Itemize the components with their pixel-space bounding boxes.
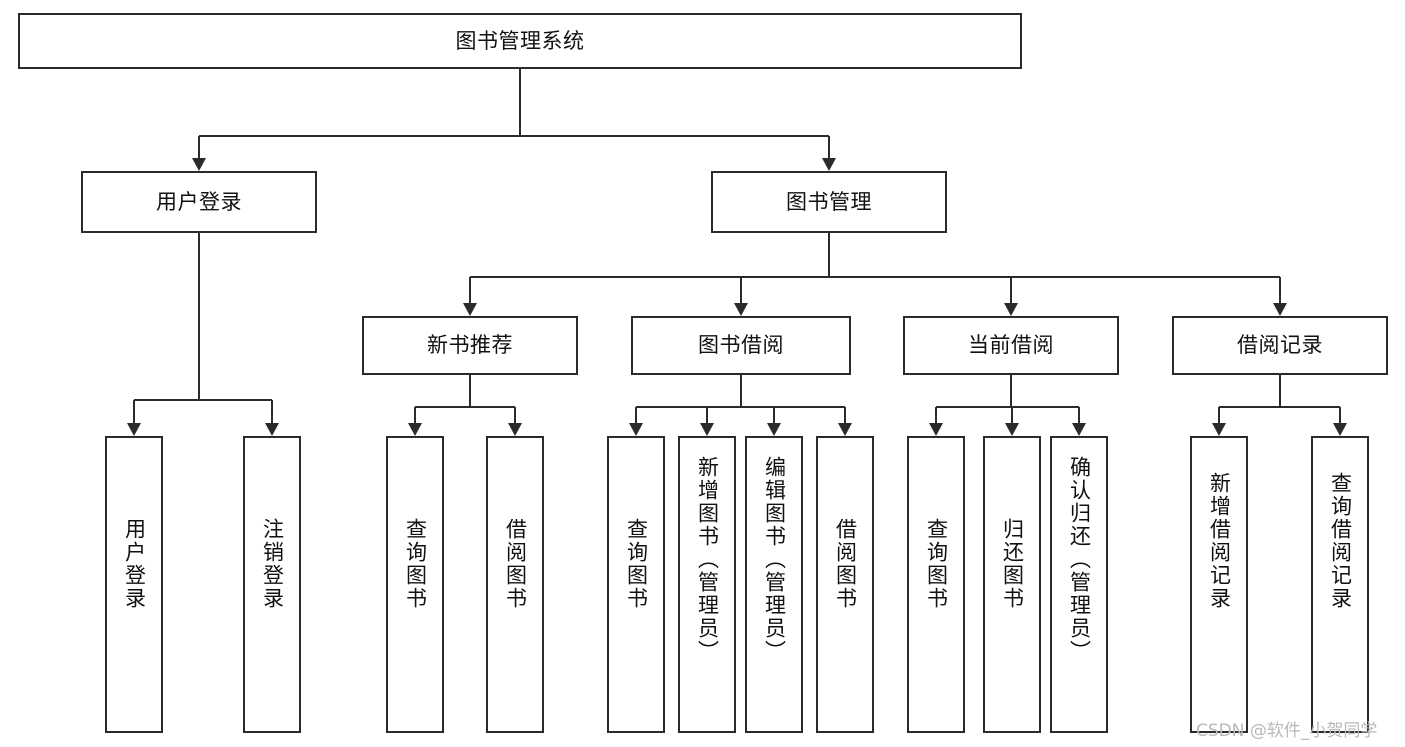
connector-line	[740, 277, 742, 303]
arrow-head-icon	[1004, 303, 1018, 316]
node-label: 归还图书	[1000, 518, 1025, 610]
node-label: 查询图书	[403, 518, 428, 610]
node-new-book-recommend[interactable]: 新书推荐	[362, 316, 578, 375]
connector-bookmgmt-stem	[828, 233, 830, 277]
arrow-head-icon	[1273, 303, 1287, 316]
connector-root-stem	[519, 69, 521, 136]
node-label: 注销登录	[260, 518, 285, 610]
arrow-head-icon	[1333, 423, 1347, 436]
node-leaf-query-book-borrow[interactable]: 查询图书	[607, 436, 665, 733]
node-label: 当前借阅	[968, 333, 1054, 357]
node-label: 用户登录	[156, 189, 242, 214]
node-leaf-return-book[interactable]: 归还图书	[983, 436, 1041, 733]
connector-line	[1011, 407, 1013, 423]
connector-line	[828, 136, 830, 158]
connector-line	[514, 407, 516, 423]
connector-line	[1218, 407, 1220, 423]
connector-line	[271, 400, 273, 423]
connector-line	[844, 407, 846, 423]
arrow-head-icon	[838, 423, 852, 436]
node-leaf-borrow-book-recommend[interactable]: 借阅图书	[486, 436, 544, 733]
node-label: 借阅记录	[1237, 333, 1323, 357]
node-root-system[interactable]: 图书管理系统	[18, 13, 1022, 69]
arrow-head-icon	[629, 423, 643, 436]
arrow-head-icon	[1072, 423, 1086, 436]
arrow-head-icon	[408, 423, 422, 436]
node-label: 查询借阅记录	[1328, 472, 1353, 610]
node-label: 借阅图书	[833, 518, 858, 610]
connector-stem	[1279, 375, 1281, 407]
arrow-head-icon	[822, 158, 836, 171]
connector-line	[1339, 407, 1341, 423]
node-leaf-logout[interactable]: 注销登录	[243, 436, 301, 733]
node-leaf-edit-book-admin[interactable]: 编辑图书（管理员）	[745, 436, 803, 733]
arrow-head-icon	[127, 423, 141, 436]
connector-line	[198, 136, 200, 158]
node-leaf-add-book-admin[interactable]: 新增图书（管理员）	[678, 436, 736, 733]
node-leaf-confirm-return-admin[interactable]: 确认归还（管理员）	[1050, 436, 1108, 733]
node-leaf-query-borrow-record[interactable]: 查询借阅记录	[1311, 436, 1369, 733]
connector-line	[133, 400, 135, 423]
node-user-login[interactable]: 用户登录	[81, 171, 317, 233]
connector-line	[935, 407, 937, 423]
arrow-head-icon	[767, 423, 781, 436]
node-label: 用户登录	[122, 518, 147, 610]
arrow-head-icon	[734, 303, 748, 316]
node-label: 新增借阅记录	[1207, 472, 1232, 610]
node-leaf-user-login[interactable]: 用户登录	[105, 436, 163, 733]
csdn-watermark: CSDN @软件_小贺同学	[1196, 721, 1378, 741]
connector-bookmgmt-bus	[470, 276, 1280, 278]
node-label: 查询图书	[924, 518, 949, 610]
node-book-borrow[interactable]: 图书借阅	[631, 316, 851, 375]
connector-line	[1279, 277, 1281, 303]
connector-bus	[415, 406, 515, 408]
connector-line	[1010, 277, 1012, 303]
node-leaf-add-borrow-record[interactable]: 新增借阅记录	[1190, 436, 1248, 733]
connector-bus	[1219, 406, 1340, 408]
node-label: 借阅图书	[503, 518, 528, 610]
connector-bus	[636, 406, 845, 408]
connector-line	[414, 407, 416, 423]
node-label: 新书推荐	[427, 333, 513, 357]
node-book-management[interactable]: 图书管理	[711, 171, 947, 233]
node-leaf-borrow-book[interactable]: 借阅图书	[816, 436, 874, 733]
node-current-borrow[interactable]: 当前借阅	[903, 316, 1119, 375]
connector-line	[773, 407, 775, 423]
connector-stem	[469, 375, 471, 407]
connector-stem	[1010, 375, 1012, 407]
arrow-head-icon	[929, 423, 943, 436]
arrow-head-icon	[1212, 423, 1226, 436]
arrow-head-icon	[192, 158, 206, 171]
connector-root-bus	[199, 135, 829, 137]
connector-line	[635, 407, 637, 423]
arrow-head-icon	[265, 423, 279, 436]
arrow-head-icon	[700, 423, 714, 436]
node-label: 确认归还（管理员）	[1067, 456, 1092, 663]
node-label: 图书管理系统	[455, 28, 585, 53]
connector-line	[1078, 407, 1080, 423]
connector-stem	[198, 233, 200, 400]
connector-stem	[740, 375, 742, 407]
arrow-head-icon	[508, 423, 522, 436]
node-label: 新增图书（管理员）	[695, 456, 720, 663]
connector-line	[706, 407, 708, 423]
node-borrow-record[interactable]: 借阅记录	[1172, 316, 1388, 375]
connector-bus	[936, 406, 1079, 408]
node-label: 图书借阅	[698, 333, 784, 357]
connector-bus	[134, 399, 272, 401]
node-label: 图书管理	[786, 189, 872, 214]
node-label: 查询图书	[624, 518, 649, 610]
arrow-head-icon	[1005, 423, 1019, 436]
node-leaf-query-book-current[interactable]: 查询图书	[907, 436, 965, 733]
node-leaf-query-book-recommend[interactable]: 查询图书	[386, 436, 444, 733]
connector-line	[469, 277, 471, 303]
arrow-head-icon	[463, 303, 477, 316]
node-label: 编辑图书（管理员）	[762, 456, 787, 663]
